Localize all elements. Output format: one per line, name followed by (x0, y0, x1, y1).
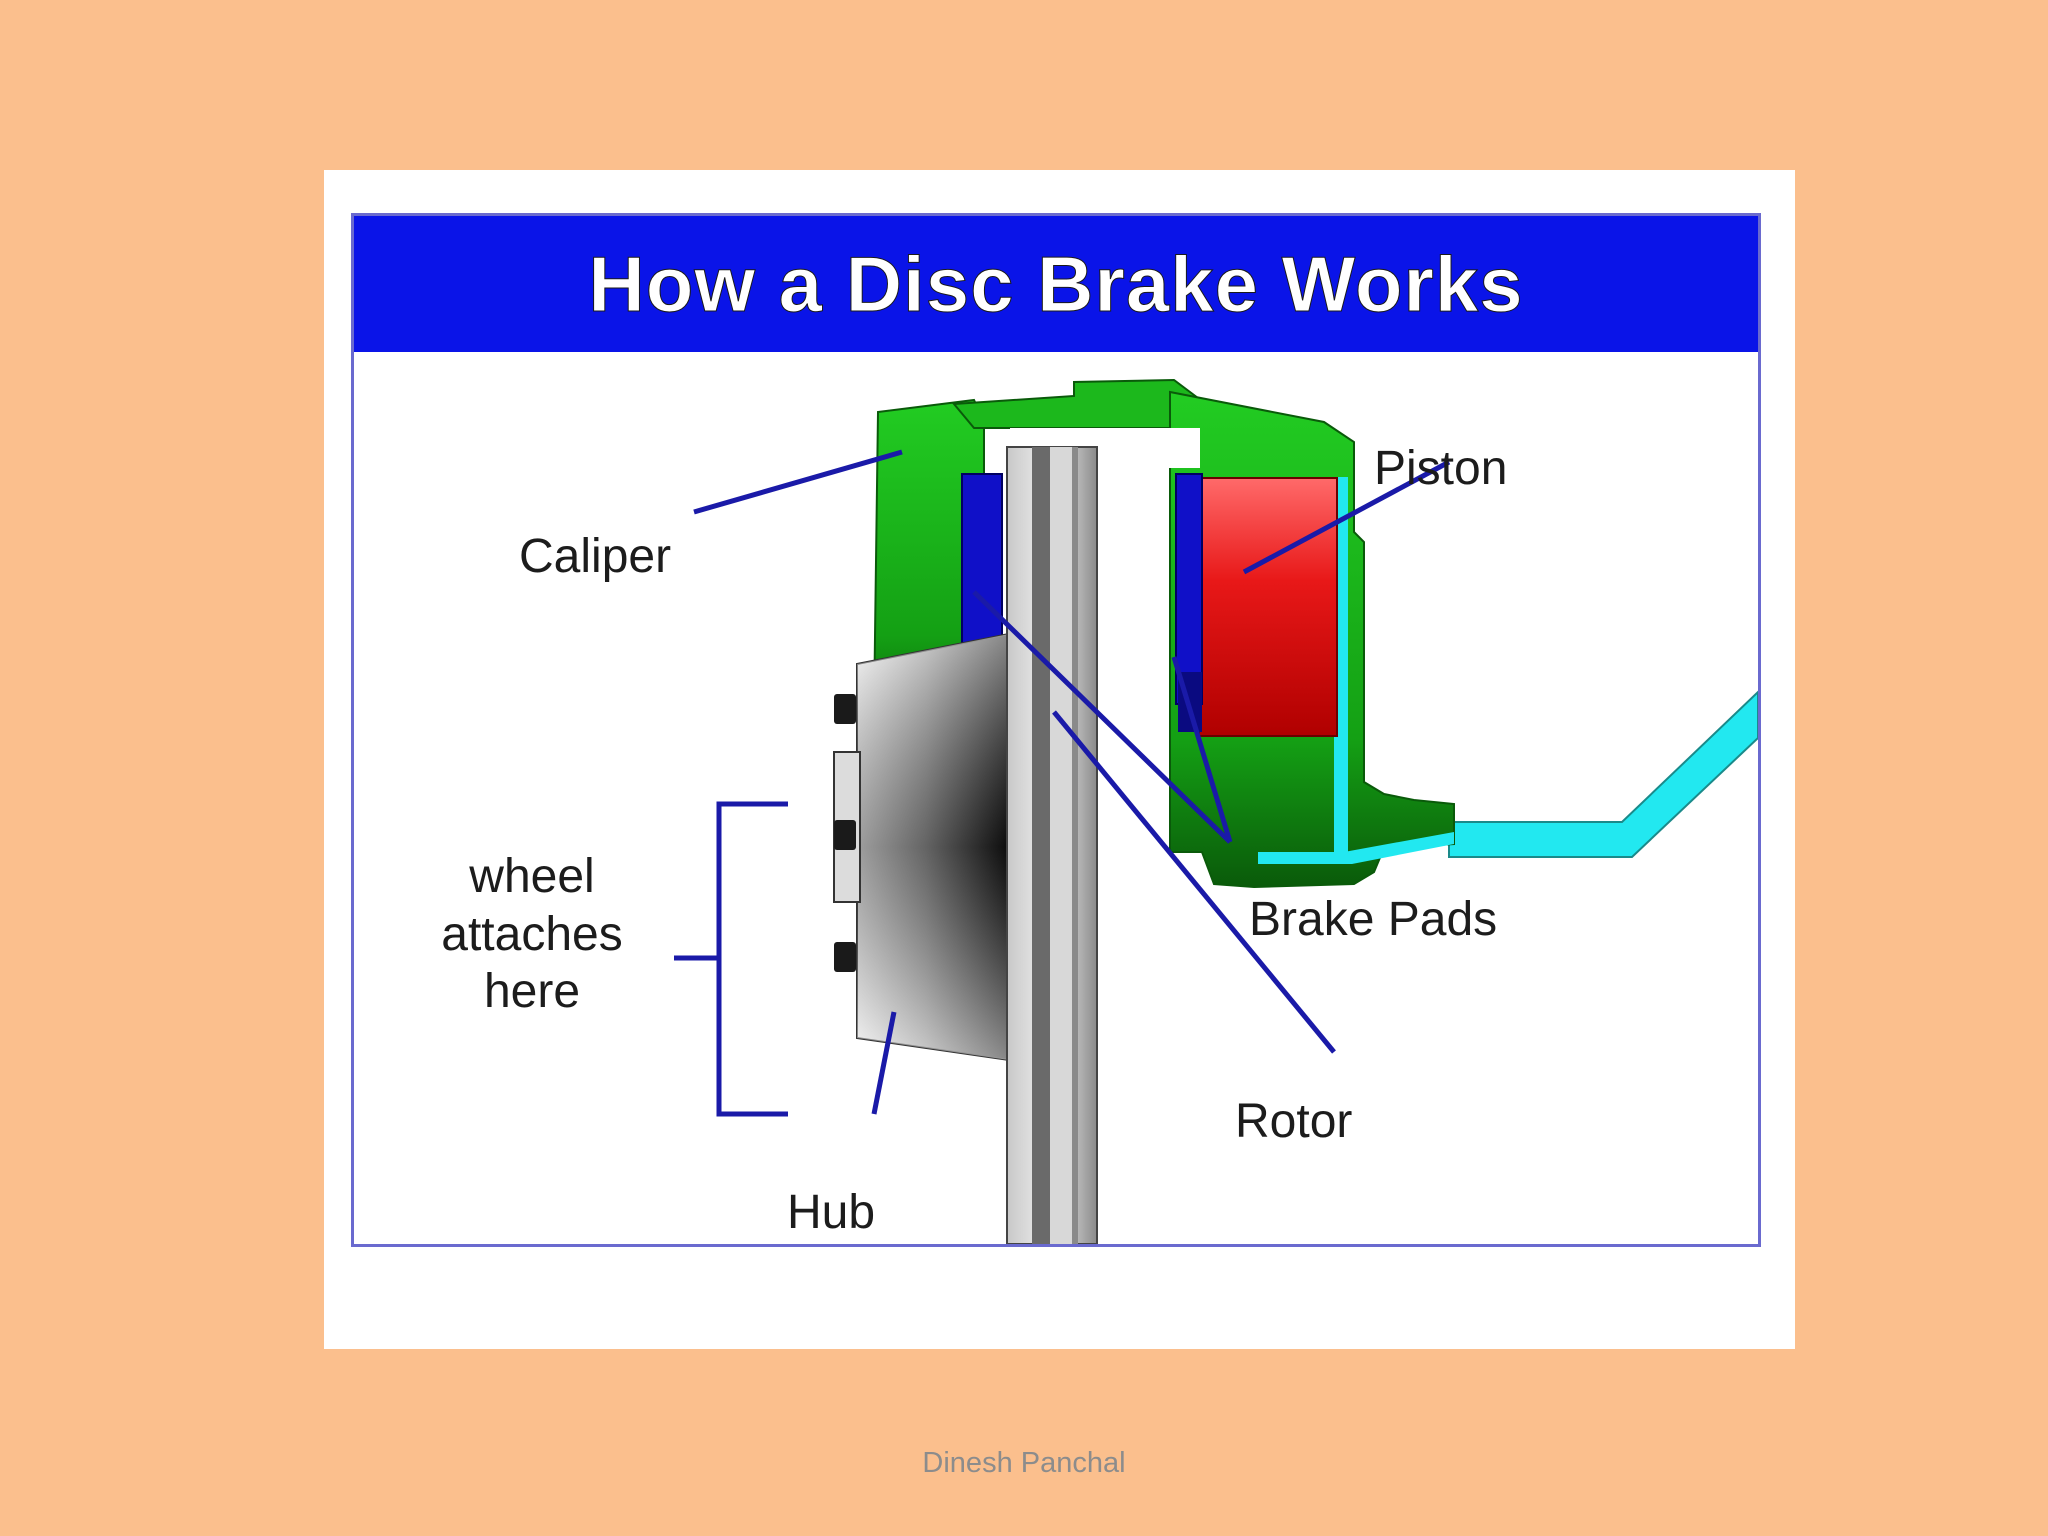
label-caliper: Caliper (519, 530, 672, 583)
diagram-frame: How a Disc Brake Works (351, 213, 1761, 1247)
title-bar: How a Disc Brake Works (354, 216, 1758, 352)
brake-line (1448, 690, 1758, 858)
diagram-card: How a Disc Brake Works (324, 170, 1795, 1349)
diagram-title: How a Disc Brake Works (588, 239, 1524, 328)
footer-author: Dinesh Panchal (922, 1447, 1126, 1479)
label-hub: Hub (787, 1186, 876, 1239)
label-brake-pads: Brake Pads (1249, 893, 1498, 946)
label-rotor: Rotor (1235, 1095, 1353, 1148)
label-wheel-line2: attaches (441, 907, 623, 961)
label-wheel-line3: here (483, 965, 581, 1019)
label-piston: Piston (1374, 442, 1508, 495)
hub (833, 632, 1010, 1062)
label-wheel-attaches-here: wheel attaches here (432, 848, 632, 1021)
piston (1198, 477, 1454, 864)
label-wheel-line1: wheel (469, 850, 595, 903)
rotor (1006, 446, 1098, 1244)
disc-brake-diagram (674, 378, 1758, 1244)
leader-lines (674, 449, 1451, 1117)
